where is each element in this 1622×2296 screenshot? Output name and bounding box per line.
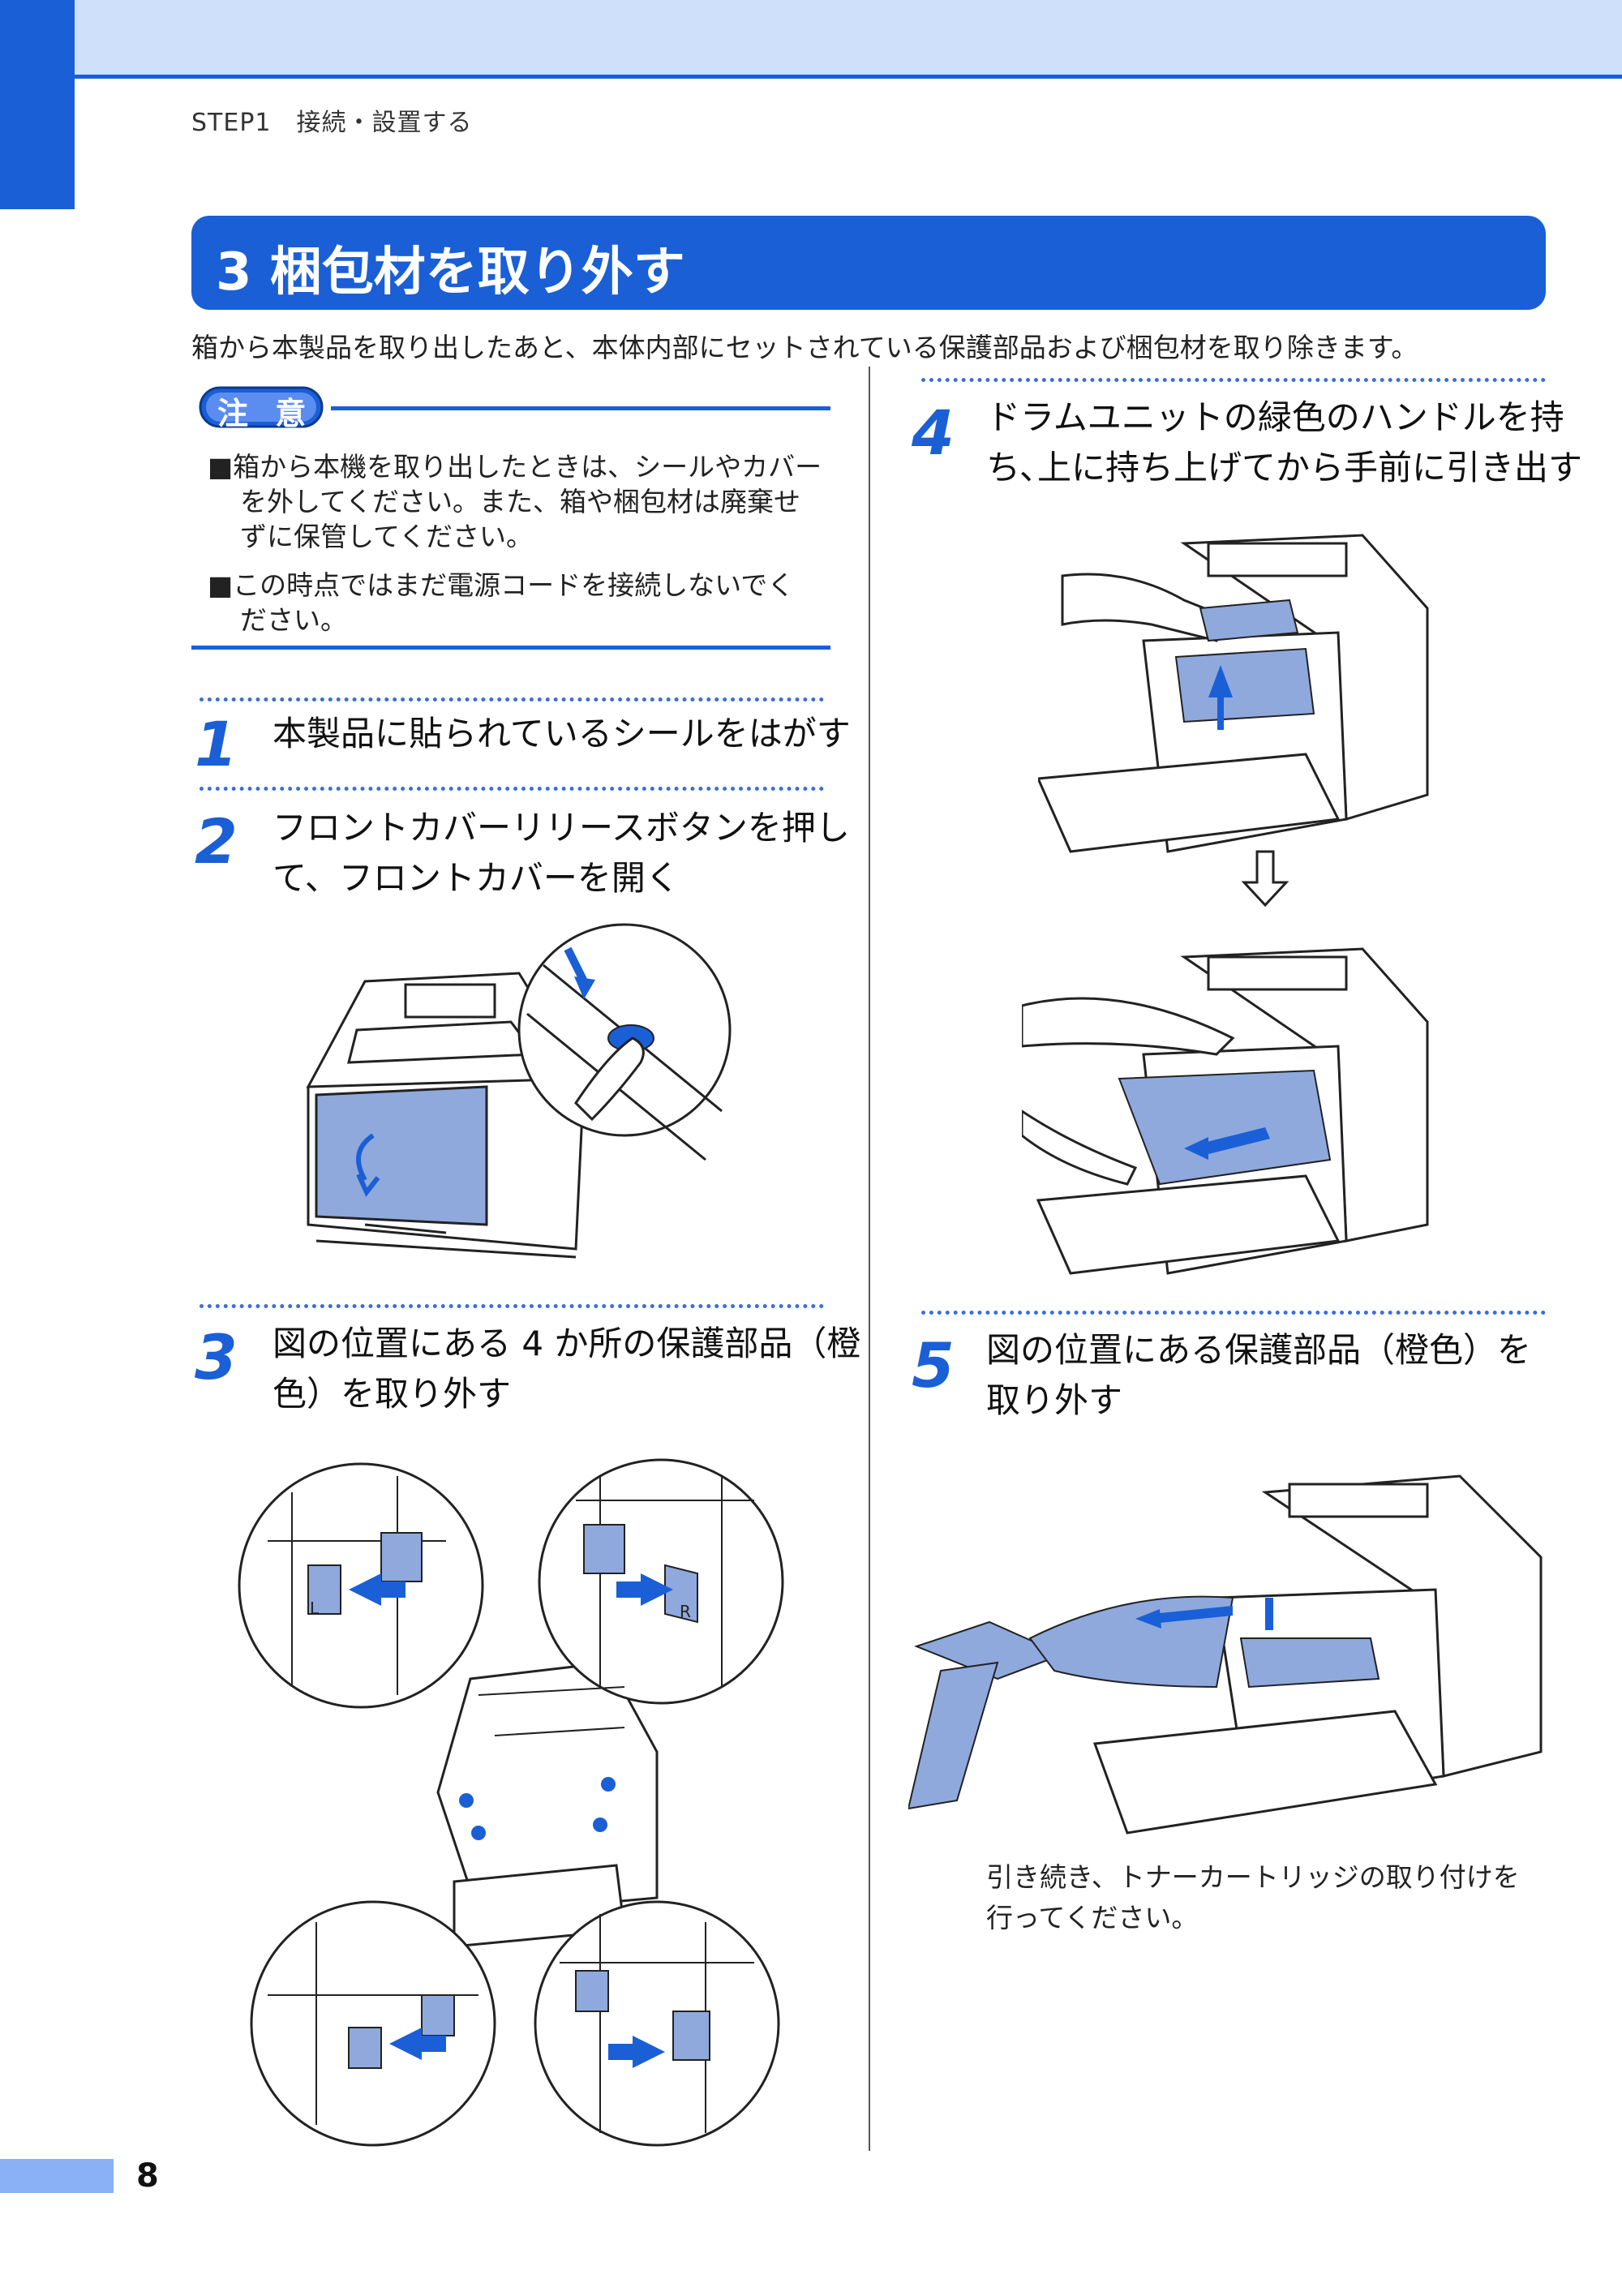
caution-item-1: ■箱から本機を取り出したときは、シールやカバー を外してください。また、箱や梱包… xyxy=(208,451,822,552)
step-2-text: フロントカバーリリースボタンを押し て、フロントカバーを開く xyxy=(272,808,850,898)
caution-label: 注 意 xyxy=(217,396,315,431)
down-arrow-icon xyxy=(1241,850,1289,907)
afterword: 引き続き、トナーカートリッジの取り付けを 行ってください。 xyxy=(986,1861,1520,1933)
step-3-number: 3 xyxy=(195,1321,238,1393)
section-title-bar xyxy=(191,216,1546,310)
caution-badge xyxy=(199,386,324,428)
right-tab-label: R xyxy=(680,1602,691,1621)
drum-lift-figure xyxy=(1038,534,1429,853)
drum-pull-figure xyxy=(1022,947,1429,1275)
step-4-text: ドラムユニットの緑色のハンドルを持 ち､上に持ち上げてから手前に引き出す xyxy=(986,397,1583,487)
page-number-tab xyxy=(0,2159,114,2193)
step-4-separator xyxy=(921,378,1546,382)
caution-rule xyxy=(331,406,830,410)
caution-item-2: ■この時点ではまだ電源コードを接続しないでく ださい。 xyxy=(208,569,795,636)
top-band xyxy=(0,0,1622,79)
step-1-number: 1 xyxy=(195,708,238,780)
step-5-text: 図の位置にある保護部品（橙色）を 取り外す xyxy=(986,1330,1532,1420)
left-tab-label: L xyxy=(310,1599,320,1618)
step-1-text: 本製品に貼られているシールをはがす xyxy=(272,714,851,753)
packing-material-figure xyxy=(908,1474,1543,1835)
step-2-separator xyxy=(200,787,824,791)
section-title: 3 梱包材を取り外す xyxy=(216,242,685,303)
step-4-number: 4 xyxy=(912,397,955,469)
column-divider xyxy=(869,367,870,2151)
protective-parts-figure: L R xyxy=(238,1458,784,2147)
step-5-number: 5 xyxy=(912,1329,955,1401)
intro-text: 箱から本製品を取り出したあと、本体内部にセットされている保護部品および梱包材を取… xyxy=(191,332,1418,363)
step-3-text: 図の位置にある 4 か所の保護部品（橙 色）を取り外す xyxy=(272,1324,861,1414)
step-3-separator xyxy=(200,1304,824,1308)
step-5-separator xyxy=(921,1311,1546,1315)
step-1-separator xyxy=(200,697,824,702)
page-number: 8 xyxy=(136,2157,159,2195)
caution-bottom-rule xyxy=(191,646,830,650)
front-cover-figure xyxy=(306,923,732,1259)
step-2-number: 2 xyxy=(195,805,238,878)
running-header: STEP1 接続・設置する xyxy=(191,109,473,137)
side-tab xyxy=(0,0,75,209)
